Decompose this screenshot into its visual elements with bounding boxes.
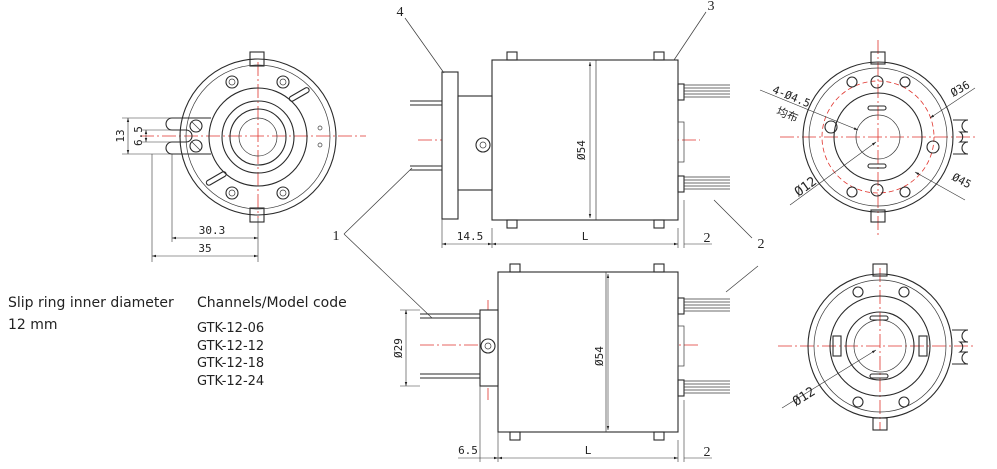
dim-front-30-3: 30.3 <box>199 224 226 237</box>
models-header: Channels/Model code <box>197 295 347 311</box>
front-view: 13 6.5 30.3 35 <box>114 51 366 262</box>
back-view: 4-Ø4.5 均布 Ø36 Ø45 Ø12 <box>759 40 976 235</box>
inner-diameter-block: Slip ring inner diameter 12 mm <box>8 292 198 336</box>
inner-diameter-label: Slip ring inner diameter <box>8 295 174 311</box>
dim-side-14-5: 14.5 <box>457 230 484 243</box>
dim-bottom-L: L <box>585 444 592 457</box>
dim-side-L: L <box>582 230 589 243</box>
dim-back-d36: Ø36 <box>948 78 972 99</box>
side-view: Ø54 14.5 L 2 4 3 1 2 <box>333 0 765 319</box>
dim-side-d54: Ø54 <box>575 140 588 160</box>
callout-2-top: 2 <box>758 237 765 252</box>
dim-back-holes-note: 均布 <box>775 105 800 125</box>
dim-bottom-d54: Ø54 <box>593 346 606 366</box>
dim-bottom-6-5: 6.5 <box>458 444 478 457</box>
dim-bottom-d29: Ø29 <box>392 338 405 358</box>
callout-1: 1 <box>333 229 340 244</box>
model-item: GTK-12-18 <box>197 356 265 371</box>
dim-back-holes: 4-Ø4.5 <box>770 83 812 110</box>
dim-front-6-5: 6.5 <box>132 126 145 146</box>
dim-back-d45: Ø45 <box>950 171 974 192</box>
dim-side-2: 2 <box>704 231 711 246</box>
dim-bottom-2: 2 <box>704 445 711 460</box>
dim-front-13: 13 <box>114 129 127 142</box>
model-item: GTK-12-24 <box>197 373 265 389</box>
bottom-view: Ø54 Ø29 6.5 L 2 <box>392 263 730 462</box>
model-code-block: Channels/Model code GTK-12-06 GTK-12-12 … <box>197 292 347 390</box>
dim-front-35: 35 <box>198 242 211 255</box>
callout-4: 4 <box>397 5 404 20</box>
callout-3: 3 <box>708 0 715 14</box>
model-item: GTK-12-06 <box>197 321 265 336</box>
inner-diameter-value: 12 mm <box>8 317 58 333</box>
rear-view: Ø12 <box>778 263 975 431</box>
model-item: GTK-12-12 <box>197 338 265 354</box>
